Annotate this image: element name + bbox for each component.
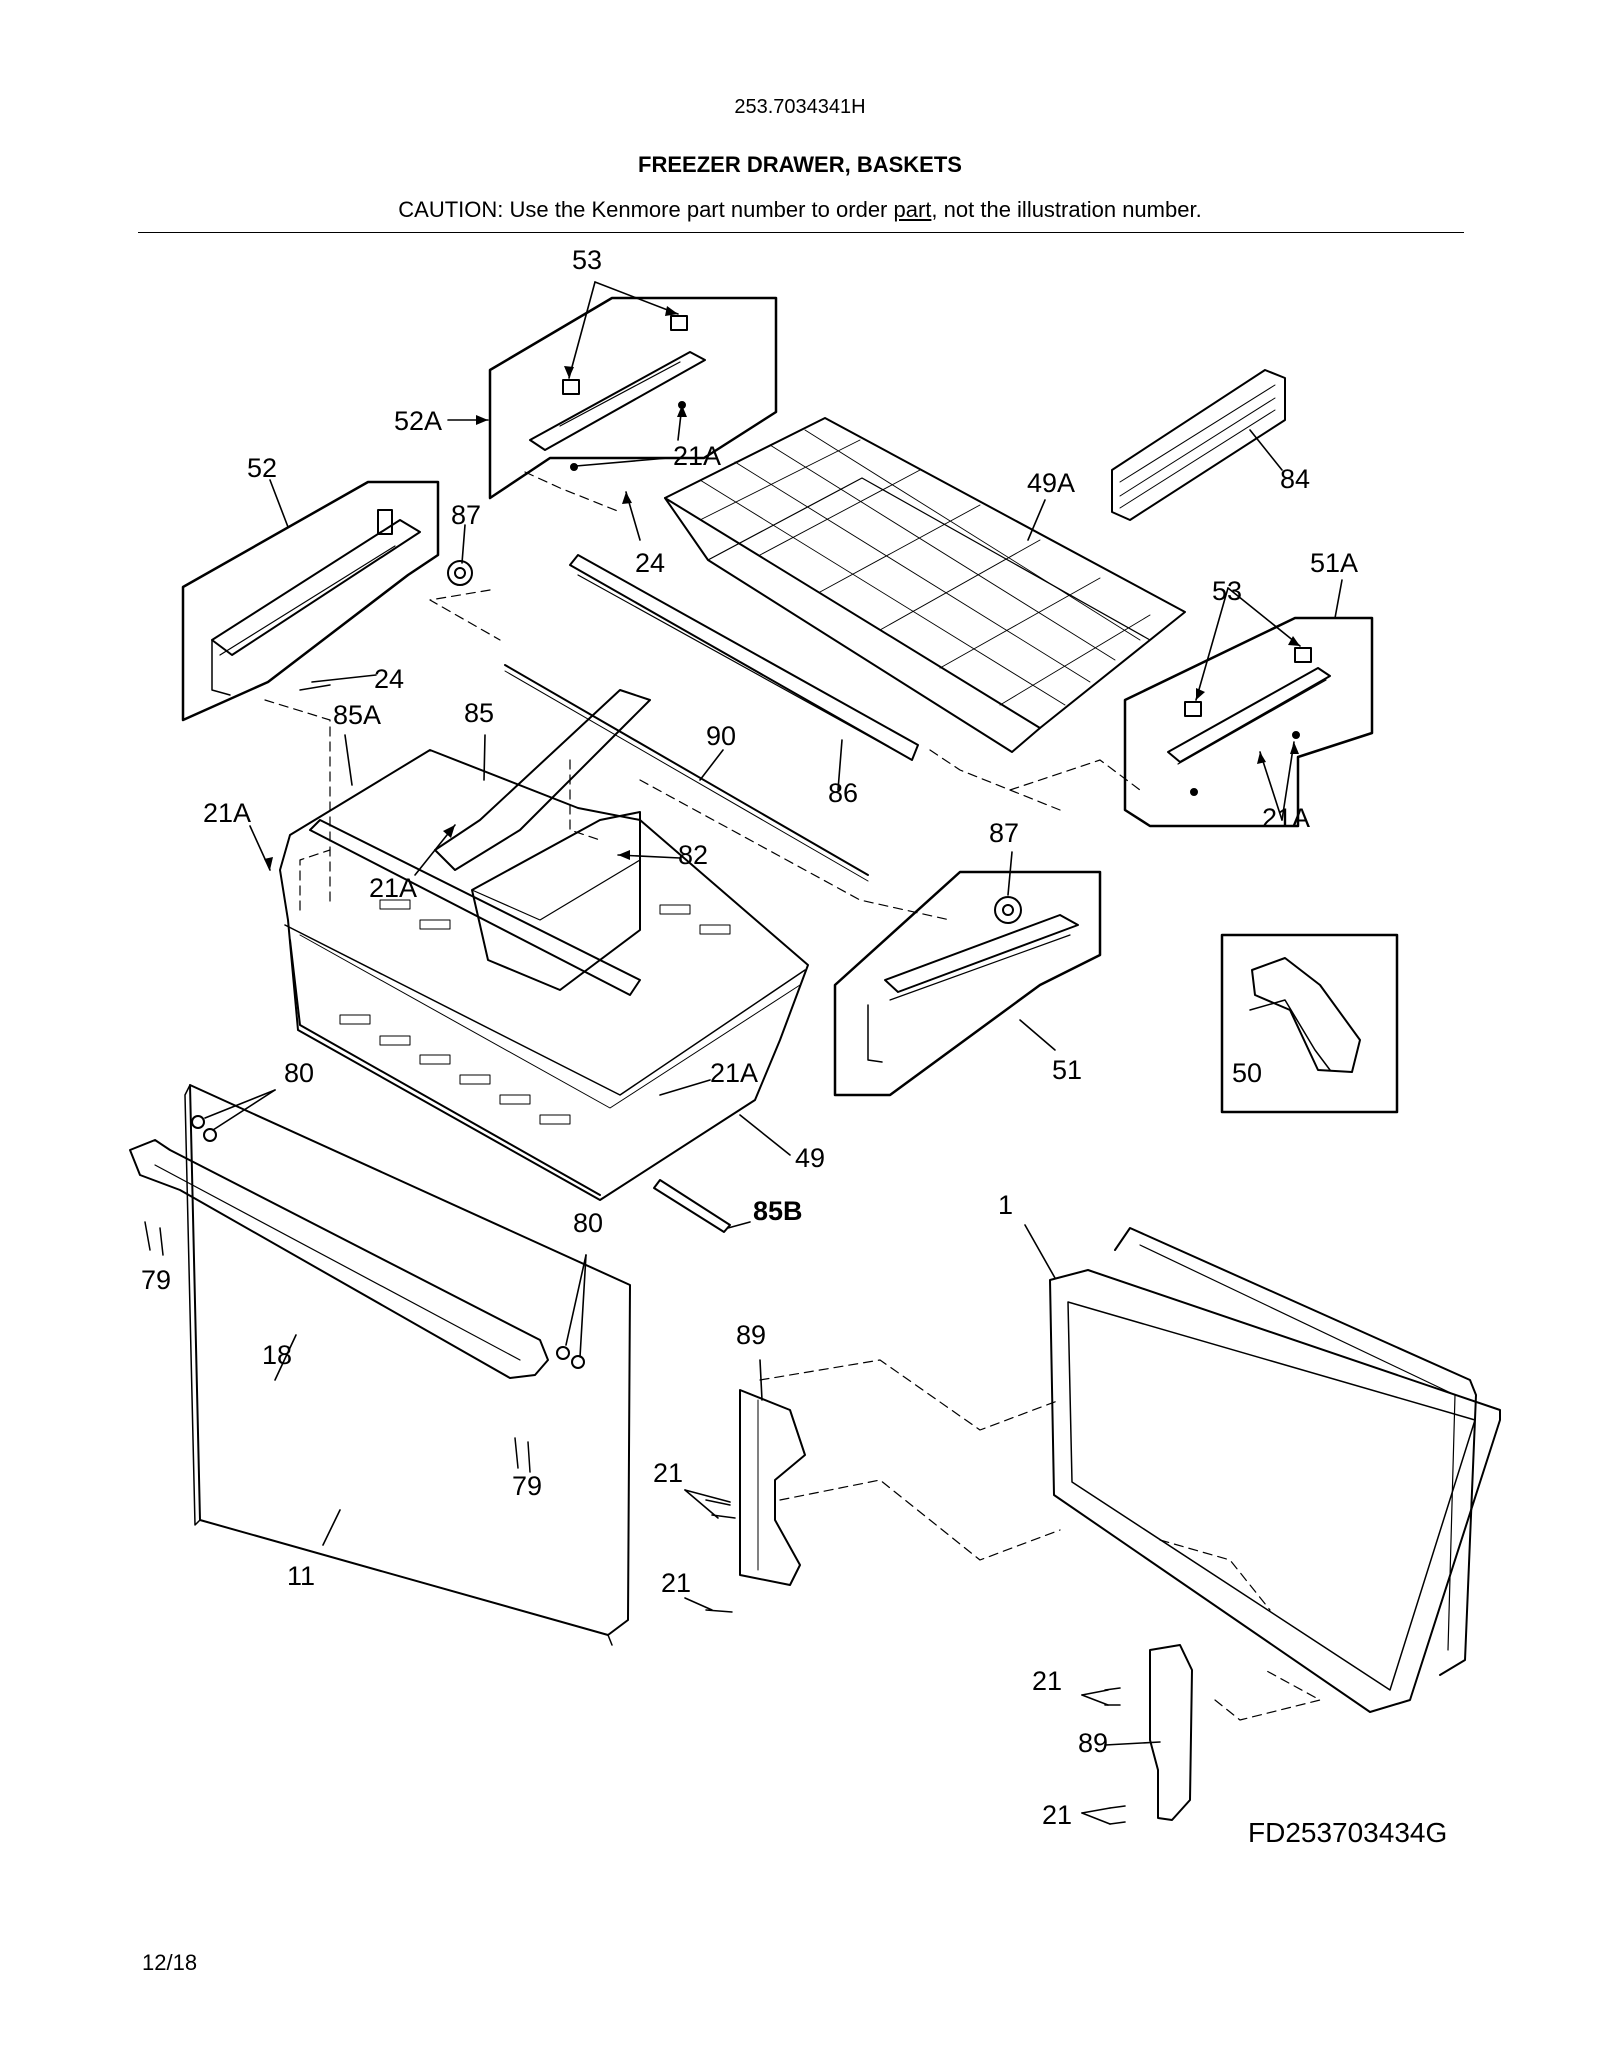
callout-18: 18 [262,1340,293,1370]
vent-holes [339,899,731,1125]
callout-11: 11 [287,1561,316,1591]
front-rail-86 [569,554,919,761]
page-title: FREEZER DRAWER, BASKETS [638,152,962,177]
leader-lines [204,281,1343,1825]
callout-1: 1 [998,1190,1014,1220]
caution-suffix: , not the illustration number. [931,197,1202,222]
door-frame [1114,1227,1477,1676]
drawer-bin-49 [279,749,809,1201]
seal-85b [653,1179,731,1233]
callout-21a: 21A [369,873,418,903]
callout-51: 51 [1052,1055,1083,1085]
drawer-front-11 [184,1084,631,1646]
gear-87-icon [994,896,1022,924]
callout-21a: 21A [673,441,722,471]
slide-assembly-52 [181,480,473,722]
fasteners [144,1115,585,1473]
callout-24: 24 [374,664,405,694]
callout-86: 86 [828,778,859,808]
callout-49: 49 [795,1143,826,1173]
screw-21a [570,463,578,471]
callout-87: 87 [989,818,1020,848]
callout-79: 79 [512,1471,543,1501]
bracket-89-upper [705,1389,806,1613]
callout-89: 89 [736,1320,767,1350]
callout-89: 89 [1078,1728,1109,1758]
callout-21a: 21A [203,798,252,828]
stop-clip-53 [1184,701,1202,717]
small-bin-82 [471,811,641,991]
callout-85b: 85B [753,1196,803,1226]
callout-82: 82 [678,840,709,870]
callout-84: 84 [1280,464,1311,494]
caution-underlined-word: part [893,197,932,222]
callout-21: 21 [1032,1666,1063,1696]
callout-21: 21 [1042,1800,1073,1830]
callout-21a: 21A [710,1058,759,1088]
callout-85: 85 [464,698,495,728]
callout-21: 21 [653,1458,684,1488]
callout-80: 80 [284,1058,315,1088]
callout-52a: 52A [394,406,443,436]
slide-rail-51a-group [1123,616,1374,828]
callout-85a: 85A [333,700,382,730]
door-gasket-1 [1049,1269,1501,1713]
callout-53: 53 [1212,576,1243,606]
header-rule [138,232,1464,233]
model-number: 253.7034341H [734,96,866,118]
bracket-89-lower [1104,1644,1193,1825]
callout-52: 52 [247,453,278,483]
callout-87: 87 [451,500,482,530]
callout-50: 50 [1232,1058,1263,1088]
gear-87-icon [447,560,473,586]
bracket-50-group [1220,933,1399,1114]
callout-49a: 49A [1027,468,1076,498]
wire-basket-49a [664,417,1186,753]
slide-assembly-51 [833,870,1102,1097]
caution-prefix: CAUTION: Use the Kenmore part number to … [398,197,894,222]
divider-85 [434,689,651,871]
figure-code: FD253703434G [1248,1817,1448,1848]
callout-24: 24 [635,548,666,578]
stop-clip-53 [562,379,580,395]
rail-85a [309,819,641,996]
callout-90: 90 [706,721,737,751]
callout-80: 80 [573,1208,604,1238]
alignment-lines [264,471,1321,1721]
footer-date: 12/18 [142,1950,198,1975]
callout-79: 79 [141,1265,172,1295]
stop-clip-53 [670,315,688,331]
callout-21a: 21A [1262,803,1311,833]
slide-rail-52a-group [488,296,778,500]
handle-18 [129,1139,549,1379]
arrowheads [264,306,1300,870]
callout-21: 21 [661,1568,692,1598]
caution-note: CAUTION: Use the Kenmore part number to … [0,197,1600,223]
stop-clip-53 [1294,647,1312,663]
basket-divider-84 [1111,369,1286,521]
callout-51a: 51A [1310,548,1359,578]
callout-53: 53 [572,245,603,275]
rod-90 [504,664,869,876]
